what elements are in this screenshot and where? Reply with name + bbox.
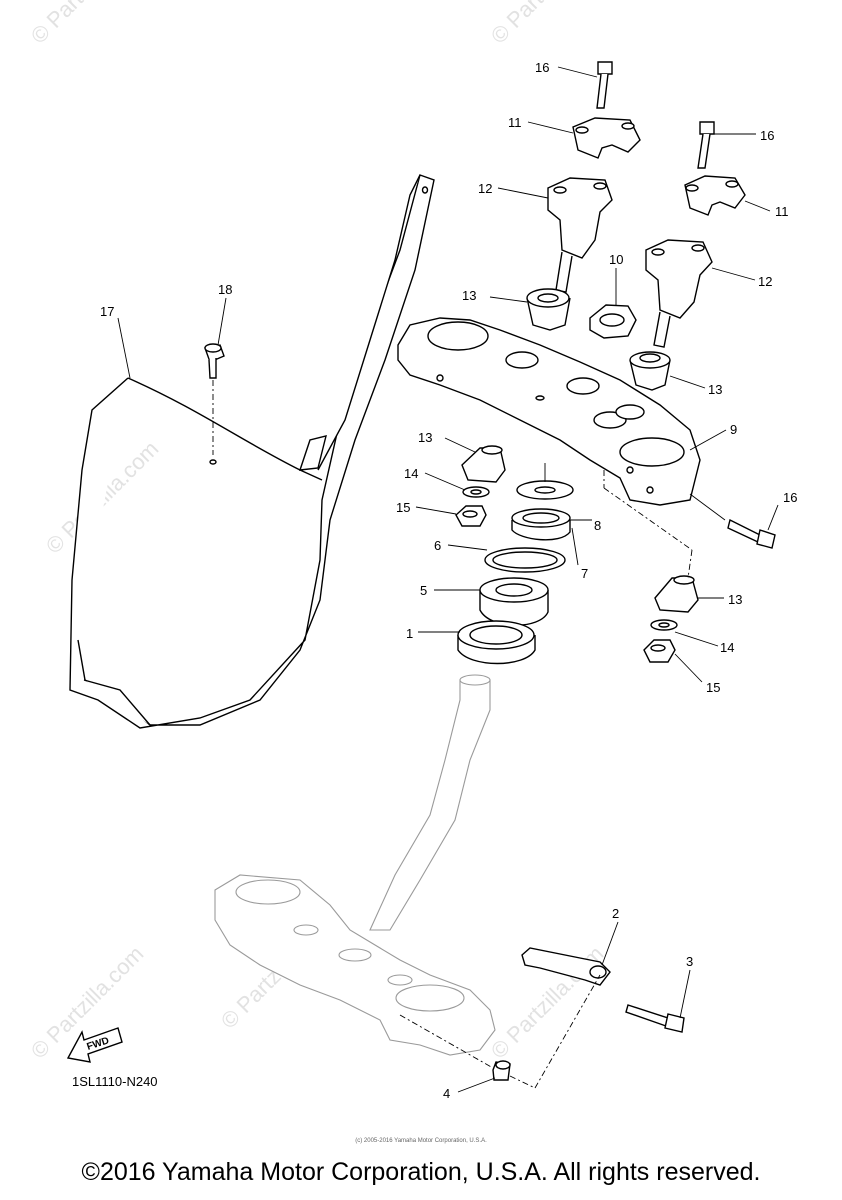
upper-bracket-part-9[interactable] [397,317,701,506]
ring-nut-part-7[interactable] [511,508,571,541]
bolt-upper-left-part-16[interactable] [596,61,613,109]
handlebar-holder-upper-right-part-11[interactable] [684,175,746,216]
label-13-mid: 13 [708,382,722,397]
label-11-left: 11 [508,115,522,130]
label-2: 2 [612,906,619,921]
label-14-left: 14 [404,466,418,481]
bolt-side-part-16[interactable] [727,518,776,549]
nut-left-part-15[interactable] [455,505,487,527]
copyright-footer: ©2016 Yamaha Motor Corporation, U.S.A. A… [81,1158,761,1186]
diagram-code: 1SL1110-N240 [72,1074,158,1089]
nut-right-part-15[interactable] [643,639,676,663]
label-16-side: 16 [783,490,797,505]
bearing-part-1[interactable] [457,620,536,665]
handlebar-holder-lower-right-part-12[interactable] [645,239,713,348]
label-7: 7 [581,566,588,581]
label-15-right: 15 [706,680,720,695]
bolt-upper-right-part-16[interactable] [697,121,715,169]
label-16-right: 16 [760,128,774,143]
label-9: 9 [730,422,737,437]
label-13-lower: 13 [728,592,742,607]
washer-part-8[interactable] [516,480,574,500]
forward-direction-arrow: FWD [66,1027,123,1063]
label-4: 4 [443,1086,450,1101]
damper-lower-left-part-13[interactable] [461,445,506,483]
bearing-part-5[interactable] [479,577,549,626]
nut-part-10[interactable] [589,304,637,339]
label-6: 6 [434,538,441,553]
small-copyright: (c) 2005-2016 Yamaha Motor Corporation, … [355,1138,487,1144]
handlebar-holder-lower-left-part-12[interactable] [547,177,613,293]
label-18: 18 [218,282,232,297]
label-3: 3 [686,954,693,969]
collar-part-4[interactable] [492,1060,511,1081]
label-5: 5 [420,583,427,598]
bolt-part-3[interactable] [625,1004,685,1033]
watermark-top-left: © Partz [26,0,96,49]
label-17: 17 [100,304,114,319]
damper-lower-right-part-13[interactable] [654,575,699,613]
label-14-right: 14 [720,640,734,655]
damper-top-left-part-13[interactable] [526,288,571,331]
damper-top-right-part-13[interactable] [629,351,671,391]
bolt-part-18[interactable] [204,343,225,379]
label-12-left: 12 [478,181,492,196]
number-plate-part-17[interactable] [69,174,435,729]
watermark-top-right: © Partz [486,0,556,49]
label-13-top: 13 [462,288,476,303]
seal-part-6[interactable] [484,547,566,573]
label-10: 10 [609,252,623,267]
hose-guide-part-2[interactable] [521,947,611,986]
label-12-right: 12 [758,274,772,289]
label-1: 1 [406,626,413,641]
washer-right-part-14[interactable] [650,619,678,631]
label-15-left: 15 [396,500,410,515]
handlebar-holder-upper-left-part-11[interactable] [572,117,641,159]
label-16-top: 16 [535,60,549,75]
label-8: 8 [594,518,601,533]
steering-stem-ghost [214,674,496,1056]
label-11-right: 11 [775,204,789,219]
label-13-left: 13 [418,430,432,445]
washer-left-part-14[interactable] [462,486,490,498]
